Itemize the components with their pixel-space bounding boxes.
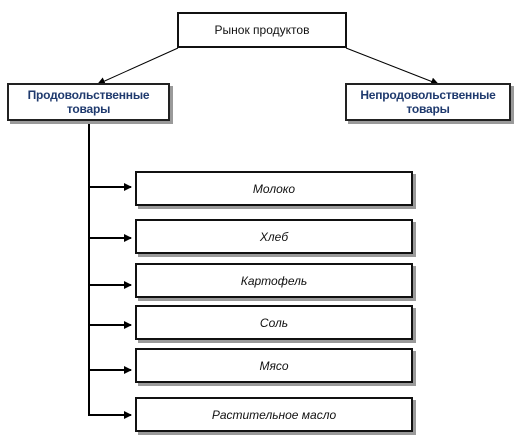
category-food-node: Продовольственные товары <box>7 83 170 121</box>
item-label: Картофель <box>240 273 308 288</box>
item-node: Картофель <box>135 263 413 298</box>
category-nonfood-label: Непродовольственные товары <box>360 88 496 116</box>
root-label: Рынок продуктов <box>214 23 310 37</box>
root-node: Рынок продуктов <box>177 12 347 48</box>
item-label: Хлеб <box>259 229 289 244</box>
item-label: Растительное масло <box>211 407 337 422</box>
item-node: Мясо <box>135 348 413 383</box>
arrow-root-to-food <box>97 47 179 85</box>
item-label: Мясо <box>259 358 289 373</box>
item-label: Соль <box>259 315 289 330</box>
category-nonfood-node: Непродовольственные товары <box>345 83 511 121</box>
item-node: Растительное масло <box>135 397 413 432</box>
item-node: Хлеб <box>135 219 413 254</box>
item-node: Молоко <box>135 171 413 206</box>
arrow-root-to-nonfood <box>345 47 439 86</box>
category-food-label: Продовольственные товары <box>27 88 150 116</box>
item-label: Молоко <box>252 181 296 196</box>
item-node: Соль <box>135 305 413 340</box>
